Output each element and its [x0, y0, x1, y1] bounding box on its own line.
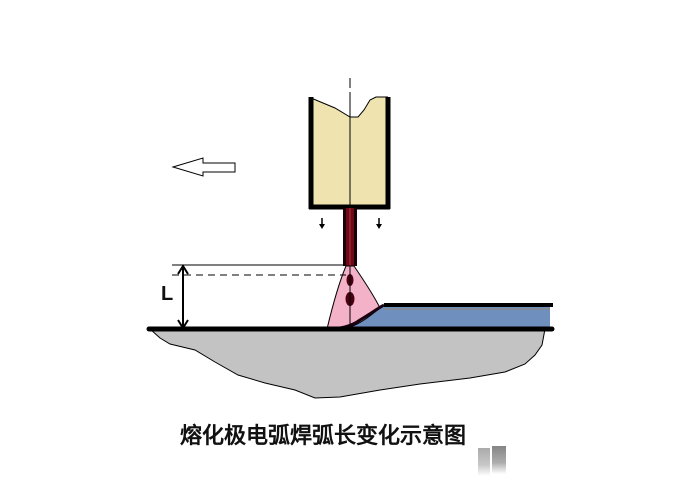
diagram-title: 熔化极电弧焊弧长变化示意图 — [180, 424, 467, 449]
electrode-wire — [343, 208, 357, 266]
base-metal — [148, 328, 546, 399]
down-arrow-icon-right — [376, 218, 382, 229]
scan-artifact — [492, 446, 506, 474]
arc-length-dimension — [172, 264, 346, 330]
arc-length-label: L — [161, 283, 174, 305]
weld-bead — [350, 303, 553, 329]
molten-droplets — [345, 266, 355, 330]
left-arrow-icon — [171, 157, 236, 177]
down-arrow-icon-left — [319, 218, 325, 229]
scan-artifact — [478, 448, 490, 476]
contact-tube — [308, 96, 391, 210]
